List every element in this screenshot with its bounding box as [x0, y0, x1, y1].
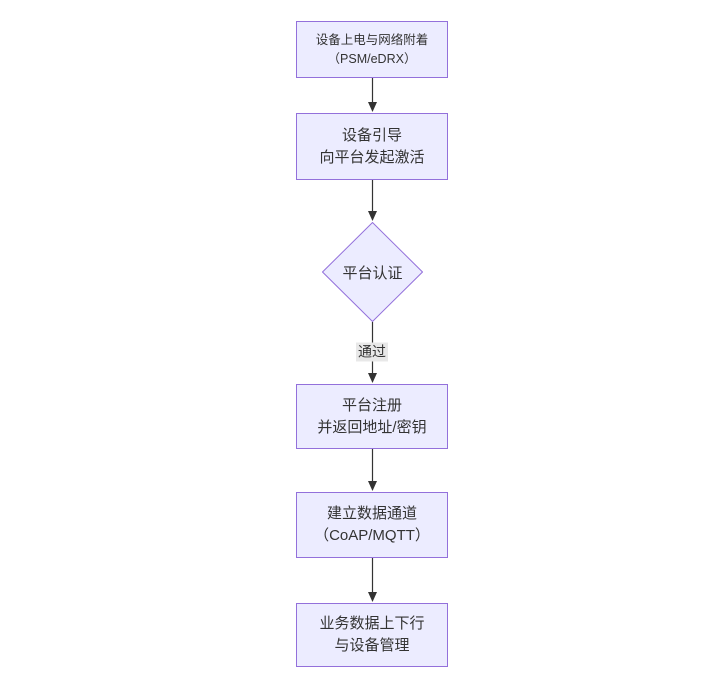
- node-text-line: 平台认证: [342, 264, 403, 282]
- node-text-line: 设备上电与网络附着: [315, 32, 429, 47]
- arrowhead-icon: [368, 481, 377, 491]
- node-text-line: 建立数据通道: [326, 505, 417, 522]
- flow-node-data-channel: 建立数据通道 （CoAP/MQTT）: [296, 492, 448, 558]
- flow-node-business-data: 业务数据上下行 与设备管理: [296, 603, 448, 667]
- arrowhead-icon: [368, 211, 377, 221]
- node-text-line: 设备引导: [341, 126, 402, 144]
- arrowhead-icon: [368, 373, 377, 383]
- arrowhead-icon: [368, 102, 377, 112]
- edge-label-pass: 通过: [356, 342, 388, 362]
- flow-node-register: 平台注册 并返回地址/密钥: [296, 384, 448, 449]
- node-text-line: 平台注册: [341, 396, 402, 414]
- node-text-line: 业务数据上下行: [319, 615, 425, 632]
- node-text-line: 向平台发起激活: [319, 148, 425, 166]
- flow-node-platform-auth: 平台认证: [322, 222, 423, 322]
- flow-node-power-attach: 设备上电与网络附着 （PSM/eDRX）: [296, 21, 448, 78]
- node-text-line: （CoAP/MQTT）: [314, 527, 430, 544]
- diamond-shape: [322, 222, 423, 322]
- node-text-line: 并返回地址/密钥: [317, 418, 427, 436]
- arrowhead-icon: [368, 592, 377, 602]
- node-text-line: （PSM/eDRX）: [327, 51, 417, 66]
- node-text-line: 与设备管理: [334, 637, 410, 654]
- flow-node-bootstrap: 设备引导 向平台发起激活: [296, 113, 448, 180]
